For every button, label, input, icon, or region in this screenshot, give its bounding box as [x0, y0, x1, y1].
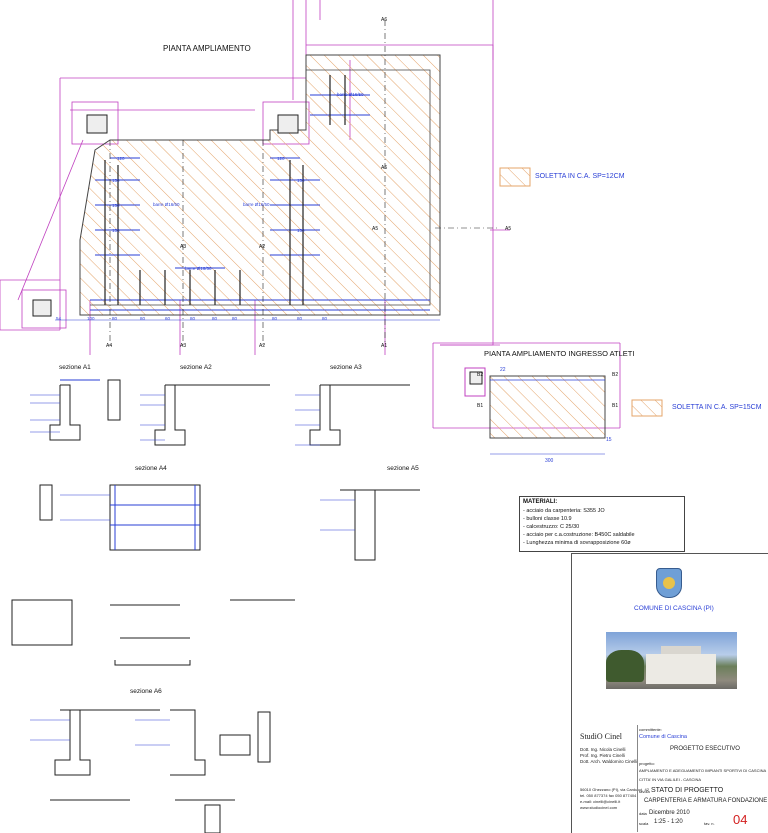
- plan2-label-b2-left: B2: [477, 372, 484, 378]
- dim-11: 80: [140, 316, 146, 321]
- oggetto-label: progetto:: [639, 761, 655, 766]
- axis-lines: [109, 20, 500, 345]
- bar-label-3: barre Ø16/50: [243, 202, 270, 207]
- comune-name: COMUNE DI CASCINA (PI): [634, 605, 714, 612]
- axis-label-a2: A2: [259, 244, 266, 250]
- dim-8: 54: [56, 316, 62, 321]
- committente-value: Comune di Cascina: [639, 734, 687, 740]
- dim-5: 150: [112, 228, 120, 233]
- section-title-a3: sezione A3: [330, 364, 362, 371]
- scala-value: 1:25 - 1:20: [654, 819, 683, 825]
- dim-15: 80: [232, 316, 238, 321]
- address-line: www.studiocinel.com: [580, 805, 618, 810]
- section-title-a5: sezione A5: [387, 465, 419, 472]
- plan2-dim-300: 300: [545, 458, 554, 464]
- dim-13: 80: [190, 316, 196, 321]
- building-photo: [606, 632, 737, 689]
- section-title-a1: sezione A1: [59, 364, 91, 371]
- section-title-a6: sezione A6: [130, 688, 162, 695]
- plan2-dim-22: 22: [500, 367, 506, 373]
- section-leaders: [30, 394, 355, 746]
- oggetto-value: AMPLIAMENTO E ADEGUAMENTO IMPIANTI SPORT…: [639, 768, 767, 773]
- title-block-right-column: [637, 725, 768, 832]
- rebar-vertical: [104, 75, 346, 305]
- section-drawings: [11, 379, 420, 833]
- studio-line: Prof. Ing. Pietro Cinelli: [580, 753, 625, 758]
- dim-14: 80: [212, 316, 218, 321]
- bar-label-4: barre Ø16/50: [185, 266, 212, 271]
- dim-2: 120: [277, 156, 285, 161]
- axis-bottom-a1: A1: [381, 343, 388, 349]
- address-line: 56010 Ghezzano (PI), via Carducci, 42: [580, 787, 649, 792]
- axis-bottom-a2: A2: [259, 343, 266, 349]
- title-block: [571, 553, 768, 833]
- plan2-title: PIANTA AMPLIAMENTO INGRESSO ATLETI: [484, 349, 635, 358]
- legend-soletta-12: SOLETTA IN C.A. SP=12CM: [535, 173, 625, 180]
- dim-3: 150: [112, 178, 120, 183]
- slab-hatched-area: [79, 54, 441, 316]
- dim-6: 150: [297, 178, 305, 183]
- dim-7: 150: [297, 228, 305, 233]
- plan2-dim-15: 15: [606, 437, 612, 443]
- plan-title: PIANTA AMPLIAMENTO: [163, 44, 251, 53]
- dim-4: 150: [112, 203, 120, 208]
- axis-label-a6-mid: A6: [381, 165, 388, 171]
- section-title-a4: sezione A4: [135, 465, 167, 472]
- axis-bottom-a4: A4: [106, 343, 113, 349]
- studio-line: Dott. Arch. Waldomiro Cinelli: [580, 759, 638, 764]
- materials-box: MATERIALI: - acciaio da carpenteria: S35…: [519, 496, 685, 552]
- data-label: data: [639, 811, 647, 816]
- column-plates: [32, 114, 299, 317]
- plan2-label-b1-right: B1: [612, 403, 619, 409]
- dim-1: 120: [117, 156, 125, 161]
- axis-label-a5: A5: [372, 226, 379, 232]
- address-line: tel. 050 877374 fax 050 877404: [580, 793, 637, 798]
- dim-17: 80: [297, 316, 303, 321]
- materials-title: MATERIALI:: [523, 499, 558, 505]
- progetto-esecutivo: PROGETTO ESECUTIVO: [670, 746, 740, 752]
- fase-label: tavola: [639, 789, 650, 794]
- rebar-lines: [90, 94, 430, 311]
- data-value: Dicembre 2010: [649, 810, 690, 816]
- materials-item: - Lunghezza minima di sovrapposizione 60…: [523, 540, 631, 546]
- materials-item: - calcestruzzo: C 25/30: [523, 524, 580, 530]
- dim-12: 60: [165, 316, 171, 321]
- building-shape: [646, 654, 716, 684]
- studio-logo: StudiO Cinel: [580, 732, 623, 741]
- studio-line: Dott. Ing. Nicola Cinelli: [580, 747, 626, 752]
- section-title-a2: sezione A2: [180, 364, 212, 371]
- dim-16: 80: [272, 316, 278, 321]
- dim-9: 100: [87, 316, 95, 321]
- axis-label-a6-top: A6: [381, 17, 388, 23]
- scala-label: scala: [639, 821, 649, 826]
- legend-swatch-12: [499, 167, 531, 187]
- roof-shape: [661, 646, 701, 656]
- legend-soletta-15: SOLETTA IN C.A. SP=15CM: [672, 404, 762, 411]
- bar-label-2: barre Ø16/50: [153, 202, 180, 207]
- legend-swatch-15: [631, 399, 663, 417]
- localita-value: CITTA' IN VIA GALILEI - CASCINA: [639, 777, 702, 782]
- plan-ampliamento: [0, 0, 621, 429]
- committente-label: committente:: [639, 727, 662, 732]
- dim-18: 80: [322, 316, 328, 321]
- plan-ingresso-atleti: [464, 367, 606, 455]
- axis-bottom-a3: A3: [180, 343, 187, 349]
- fase-value: STATO DI PROGETTO: [651, 787, 724, 794]
- materials-item: - bulloni classe 10.9: [523, 516, 572, 522]
- axis-label-a5-right: A5: [505, 226, 512, 232]
- plan2-label-b2-right: B2: [612, 372, 619, 378]
- materials-item: - acciaio per c.a.costruzione: B450C sal…: [523, 532, 635, 538]
- titolo-tavola: CARPENTERIA E ARMATURA FONDAZIONE: [644, 798, 768, 804]
- dim-10: 80: [112, 316, 118, 321]
- plan2-label-b1-left: B1: [477, 403, 484, 409]
- address-line: e-mail: cinelli@cinelli.it: [580, 799, 621, 804]
- tav-number: 04: [733, 812, 748, 827]
- bar-label-1: barre Ø16/50: [337, 92, 364, 97]
- axis-label-a3: A3: [180, 244, 187, 250]
- tree-shape: [606, 650, 644, 682]
- materials-item: - acciaio da carpenteria: S355 JO: [523, 508, 605, 514]
- municipality-crest-icon: [656, 568, 682, 598]
- tav-label: tav. n.: [704, 821, 715, 826]
